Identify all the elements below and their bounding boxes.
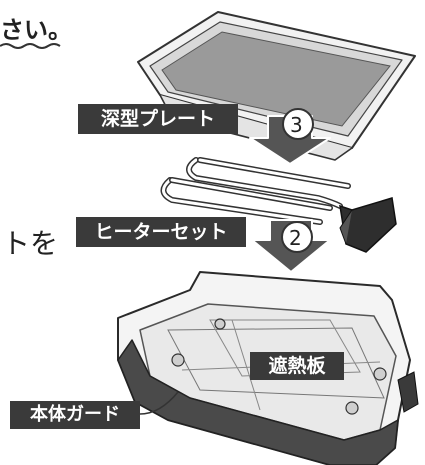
wavy-underline — [0, 43, 61, 49]
step-3-arrow — [249, 108, 331, 165]
heater-set-illustration — [160, 157, 397, 253]
label-deep-plate: 深型プレート — [78, 104, 238, 134]
step-3-number: 3 — [290, 113, 303, 137]
label-heater-set: ヒーターセット — [76, 217, 246, 247]
deep-plate-illustration — [137, 11, 416, 161]
label-main-guard: 本体ガード — [10, 401, 140, 429]
step-2-number: 2 — [289, 226, 302, 250]
label-heat-shield: 遮熱板 — [250, 352, 344, 380]
instruction-text-fragment-mid: トを — [2, 227, 59, 260]
instruction-text-fragment-top: さい。 — [0, 16, 72, 44]
step-2-arrow — [251, 219, 331, 273]
main-guard-leader — [139, 391, 179, 415]
